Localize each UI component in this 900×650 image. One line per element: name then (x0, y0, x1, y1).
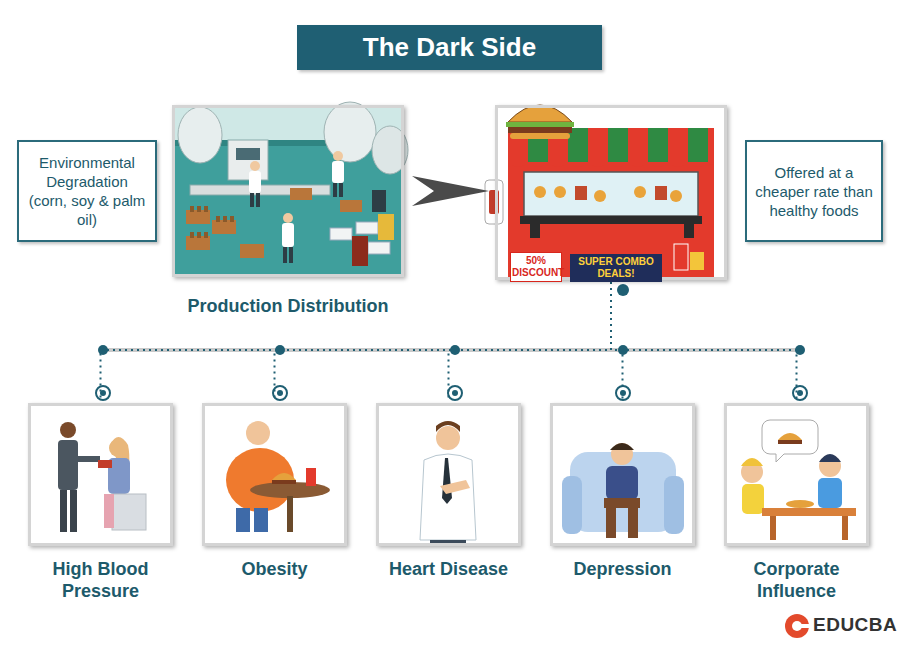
picture-frame (172, 105, 404, 277)
card-label: Corporate Influence (724, 558, 869, 602)
connector (412, 176, 489, 206)
connector (449, 282, 612, 401)
shop-frame: 50% DISCOUNT SUPER COMBO DEALS! (495, 105, 727, 280)
shop-sign: 50% DISCOUNT (510, 252, 562, 282)
picture-card: Obesity (202, 403, 347, 580)
picture-frame (724, 403, 869, 546)
picture-frame (202, 403, 347, 546)
card-label: Depression (550, 558, 695, 580)
logo-icon (785, 614, 809, 638)
picture-card: Corporate Influence (724, 403, 869, 602)
title-banner: The Dark Side (297, 25, 602, 70)
text-box: Offered at a cheaper rate than healthy f… (745, 140, 883, 242)
connector (101, 282, 612, 401)
blood-pressure-picture (58, 422, 146, 532)
kids-picture (741, 420, 856, 540)
card-label: High Blood Pressure (28, 558, 173, 602)
picture-frame (550, 403, 695, 546)
branch-bar (96, 284, 807, 400)
factory-illustration (172, 102, 408, 277)
picture-card: High Blood Pressure (28, 403, 173, 602)
box-text: Environmental Degradation (corn, soy & p… (27, 153, 147, 229)
picture-frame (28, 403, 173, 546)
shop-sign: SUPER COMBO DEALS! (570, 254, 662, 282)
card-label: Heart Disease (376, 558, 521, 580)
picture-frame (376, 403, 521, 546)
brand-label: EDUCBA (813, 614, 897, 636)
box-text: Offered at a cheaper rate than healthy f… (755, 163, 873, 220)
connector (611, 282, 797, 401)
title-text: The Dark Side (363, 32, 536, 63)
picture-card: Depression (550, 403, 695, 580)
card-label: Obesity (202, 558, 347, 580)
picture-card: Heart Disease (376, 403, 521, 580)
heart-disease-picture (420, 421, 476, 544)
picture-card: Production Distribution (172, 105, 404, 317)
text-box: Environmental Degradation (corn, soy & p… (17, 140, 157, 242)
obesity-picture (226, 421, 330, 532)
connector (611, 282, 623, 401)
depression-picture (562, 443, 684, 538)
card-label: Production Distribution (172, 295, 404, 317)
